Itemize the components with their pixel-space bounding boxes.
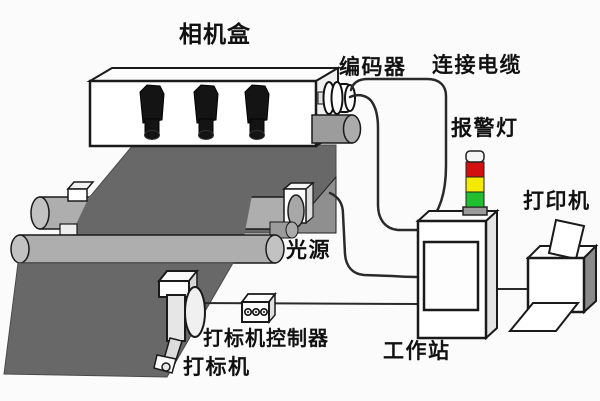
encoder-measuring-roller [311,114,362,144]
camera-box-label: 相机盒 [179,22,251,48]
printer-label: 打印机 [523,189,591,213]
workstation-label: 工作站 [383,339,451,363]
printer-paper-out [507,302,581,332]
alarm-cap [465,150,485,163]
light-source-tube-end [269,221,299,239]
roller-bracket-left [59,181,95,236]
cable-lightsource-to-workstation [328,191,420,279]
alarm-light-label: 报警灯 [451,116,519,140]
conveyor-web-over-roller [70,195,252,237]
cable-encoder-to-workstation [348,93,420,232]
light-source-label: 光源 [286,238,331,262]
printer-device [507,218,599,332]
workstation-tower [415,208,500,341]
camera-icon [193,84,219,140]
marker-label: 打标机 [183,355,251,379]
alarm-yellow-light [465,176,485,193]
workstation-screen [422,240,480,312]
lower-roller [10,234,285,264]
marker-controller-box [240,291,277,325]
alarm-light-tower [462,150,488,216]
alarm-red-light [465,161,485,178]
alarm-green-light [465,191,485,208]
wire-marker-controller [184,302,419,305]
camera-icon [139,84,165,140]
roller-bracket-right [281,181,316,228]
encoder-label: 编码器 [339,55,407,79]
marker-controller-label: 打标机控制器 [203,326,329,350]
cameras [139,84,270,140]
camera-icon [244,84,270,140]
alarm-base [462,206,488,216]
marking-machine-device [153,268,206,374]
connection-cable-label: 连接电缆 [432,53,522,77]
